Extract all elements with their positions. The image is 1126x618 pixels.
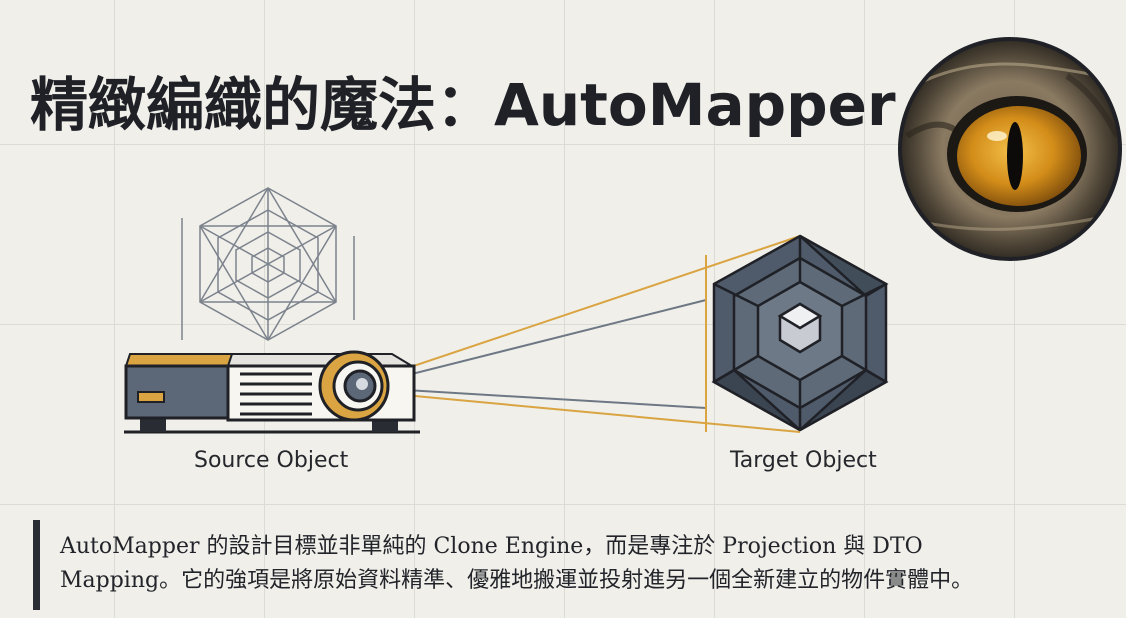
target-hexagon-icon xyxy=(711,234,889,432)
page-title: 精緻編織的魔法：AutoMapper xyxy=(30,71,896,139)
projection-beams xyxy=(371,235,801,433)
target-object-label: Target Object xyxy=(730,448,877,473)
description-accent-bar xyxy=(33,520,40,610)
description-line: Mapping。它的強項是將原始資料精準、優雅地搬運並投射進另一個全新建立的物件… xyxy=(60,568,974,593)
source-object-label: Source Object xyxy=(194,448,349,473)
projector-icon xyxy=(124,350,420,434)
description-text: AutoMapper 的設計目標並非單純的 Clone Engine，而是專注於… xyxy=(60,530,1110,598)
cat-eye-image xyxy=(898,37,1122,261)
description-line: AutoMapper 的設計目標並非單純的 Clone Engine，而是專注於… xyxy=(60,534,923,559)
wireframe-hexagon-icon xyxy=(199,187,337,341)
